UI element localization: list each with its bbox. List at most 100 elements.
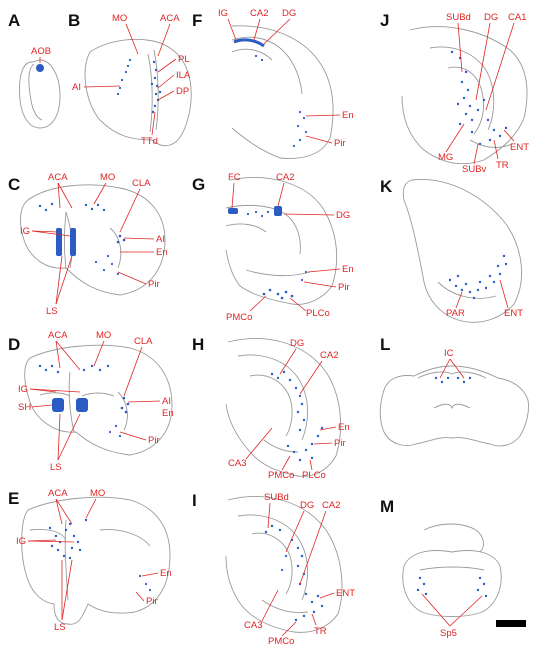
- label-pir: Pir: [146, 596, 158, 607]
- label-pir: Pir: [338, 282, 350, 293]
- panel-a: A AOB: [8, 11, 60, 128]
- label-aca: ACA: [48, 172, 68, 183]
- label-plco: PLCo: [302, 470, 326, 481]
- label-pmco: PMCo: [268, 470, 294, 481]
- label-ca3: CA3: [228, 458, 246, 469]
- label-en: En: [156, 247, 168, 258]
- label-ig: IG: [218, 8, 228, 19]
- cells-f: [255, 55, 307, 147]
- label-dg: DG: [484, 12, 498, 23]
- label-pir: Pir: [148, 435, 160, 446]
- label-ent: ENT: [504, 308, 523, 319]
- panel-letter-c: C: [8, 175, 20, 194]
- label-pir: Pir: [148, 279, 160, 290]
- label-par: PAR: [446, 308, 465, 319]
- label-ls: LS: [50, 462, 62, 473]
- label-en: En: [342, 264, 354, 275]
- label-ai: AI: [72, 82, 81, 93]
- panel-letter-l: L: [380, 335, 390, 354]
- panel-letter-g: G: [192, 175, 205, 194]
- panel-letter-b: B: [68, 11, 80, 30]
- label-dg: DG: [336, 210, 350, 221]
- label-en: En: [160, 568, 172, 579]
- label-tr: TR: [314, 626, 327, 637]
- label-mo: MO: [100, 172, 115, 183]
- label-ca2: CA2: [276, 172, 294, 183]
- label-mo: MO: [112, 13, 127, 24]
- panel-letter-m: M: [380, 497, 394, 516]
- label-mo: MO: [90, 488, 105, 499]
- label-en: En: [342, 110, 354, 121]
- label-ent: ENT: [336, 588, 355, 599]
- panel-g: G FC CA2 DG En Pir PMCo PLCo: [192, 172, 354, 323]
- label-ig: IG: [16, 536, 26, 547]
- label-dp: DP: [176, 86, 189, 97]
- panel-l: L IC: [380, 335, 529, 446]
- panel-letter-i: I: [192, 491, 197, 510]
- panel-m: M Sp5: [380, 497, 526, 639]
- label-mg: MG: [438, 152, 453, 163]
- label-ai: AI: [162, 396, 171, 407]
- label-ig: IG: [20, 226, 30, 237]
- label-en: En: [162, 408, 174, 419]
- panel-letter-h: H: [192, 335, 204, 354]
- scale-bar: [496, 620, 526, 627]
- label-pl: PL: [178, 54, 190, 65]
- panel-e: E ACA MO IG En Pir LS: [8, 488, 172, 633]
- label-subd: SUBd: [264, 492, 289, 503]
- aob-cluster: [36, 64, 44, 72]
- label-ca3: CA3: [244, 620, 262, 631]
- label-pmco: PMCo: [268, 636, 294, 646]
- label-ent: ENT: [510, 142, 529, 153]
- label-aca: ACA: [160, 13, 180, 24]
- label-cla: CLA: [134, 336, 153, 347]
- label-ls: LS: [46, 306, 58, 317]
- label-ic: IC: [444, 348, 454, 359]
- panel-letter-k: K: [380, 177, 393, 196]
- panel-letter-a: A: [8, 11, 20, 30]
- label-ls: LS: [54, 622, 66, 633]
- label-ai: AI: [156, 234, 165, 245]
- label-mo: MO: [96, 330, 111, 341]
- label-aca: ACA: [48, 330, 68, 341]
- label-dg: DG: [300, 500, 314, 511]
- label-aob: AOB: [31, 46, 51, 57]
- panel-j: J SUBd DG CA1 ENT MG SUBv TR: [380, 11, 529, 175]
- label-sp5: Sp5: [440, 628, 457, 639]
- panel-b: B MO ACA PL ILA AI DP TTd: [68, 11, 191, 147]
- panel-i: I SUBd DG CA2 ENT CA3 TR PMCo: [192, 491, 355, 646]
- label-subv: SUBv: [462, 164, 487, 175]
- panel-d: D ACA MO CLA IG SH AI En: [8, 330, 174, 473]
- label-ca2: CA2: [320, 350, 338, 361]
- panel-letter-f: F: [192, 11, 202, 30]
- label-ig: IG: [18, 384, 28, 395]
- dg-cluster: [234, 40, 264, 46]
- cells-m: [417, 577, 487, 597]
- label-tr: TR: [496, 160, 509, 171]
- label-dg: DG: [290, 338, 304, 349]
- panel-letter-j: J: [380, 11, 389, 30]
- label-ila: ILA: [176, 70, 191, 81]
- label-ttd: TTd: [141, 136, 158, 147]
- label-fc: FC: [228, 172, 241, 183]
- panel-c: C ACA MO CLA IG AI En Pir: [8, 172, 168, 317]
- label-pir: Pir: [334, 438, 346, 449]
- label-aca: ACA: [48, 488, 68, 499]
- cells-e: [49, 519, 151, 591]
- label-cla: CLA: [132, 178, 151, 189]
- label-sh: SH: [18, 402, 31, 413]
- panel-letter-d: D: [8, 335, 20, 354]
- panel-k: K PAR ENT: [380, 177, 523, 322]
- cells-h: [271, 371, 323, 461]
- panel-f: F IG CA2 DG En Pir: [192, 8, 354, 158]
- label-ca1: CA1: [508, 12, 526, 23]
- label-ca2: CA2: [322, 500, 340, 511]
- cells-c: [39, 203, 126, 275]
- cells-b: [117, 59, 161, 113]
- label-subd: SUBd: [446, 12, 471, 23]
- panel-letter-e: E: [8, 489, 19, 508]
- label-dg: DG: [282, 8, 296, 19]
- label-pir: Pir: [334, 138, 346, 149]
- label-pmco: PMCo: [226, 312, 252, 323]
